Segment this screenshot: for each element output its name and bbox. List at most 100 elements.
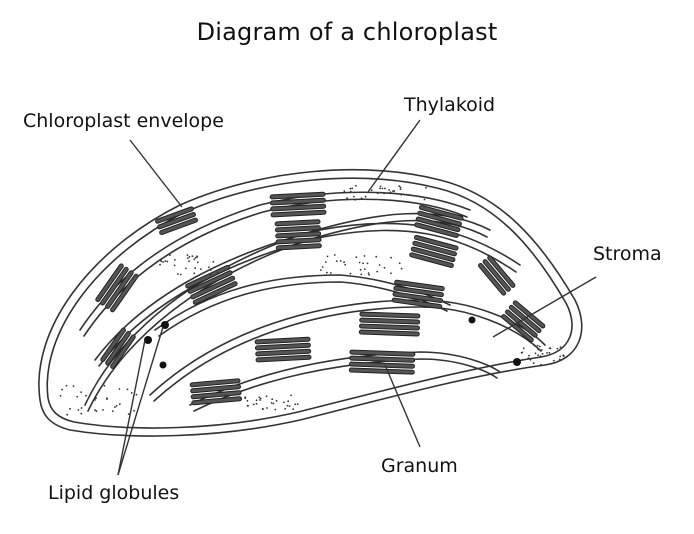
stroma-dot	[346, 198, 349, 200]
stroma-dot	[66, 413, 69, 416]
stroma-dot	[185, 267, 187, 270]
stroma-dot	[521, 358, 524, 361]
granum-stack	[478, 255, 516, 296]
stroma-dot	[343, 261, 345, 264]
stroma-dot	[95, 410, 98, 413]
stroma-dot	[400, 193, 403, 196]
stroma-dot	[349, 272, 352, 275]
stroma-dot	[102, 409, 104, 411]
stroma-dot	[540, 363, 542, 366]
stroma-dot	[258, 396, 261, 399]
stroma-dot	[244, 396, 247, 398]
stroma-dot	[398, 262, 401, 265]
stroma-dot	[164, 260, 167, 262]
stroma-dot	[246, 400, 249, 402]
stroma-dot	[549, 347, 552, 350]
stroma-dot	[537, 348, 540, 351]
stroma-dot	[252, 403, 255, 406]
granum-stack	[348, 349, 416, 375]
stroma-dot	[196, 261, 199, 264]
leader-line-lipid-1	[117, 339, 146, 476]
stroma-dot	[384, 187, 386, 190]
stroma-dot	[191, 255, 194, 257]
stroma-dot	[247, 404, 249, 407]
stroma-dot	[355, 184, 357, 187]
granum-stack	[414, 204, 464, 238]
stroma-dot	[80, 412, 83, 415]
stroma-dot	[114, 406, 116, 408]
stroma-dot	[559, 355, 562, 358]
stroma-dot	[271, 398, 274, 401]
stroma-dot	[559, 346, 562, 348]
stroma-dot	[209, 274, 212, 276]
leader-line-thylakoid	[367, 119, 421, 193]
granum-stack	[391, 279, 445, 309]
label-thylakoid: Thylakoid	[404, 94, 496, 116]
stroma-dot	[188, 260, 190, 263]
stroma-dot	[552, 359, 555, 362]
stroma-dot	[186, 257, 189, 259]
leader-line-granum	[384, 364, 421, 448]
stroma-dot	[127, 413, 130, 415]
stroma-dot	[400, 267, 403, 270]
stroma-dot	[286, 404, 289, 407]
stroma-dot	[284, 408, 287, 410]
stroma-dot	[370, 189, 373, 192]
stroma-dot	[537, 354, 539, 357]
stroma-dot	[159, 259, 162, 261]
stroma-dot	[351, 187, 354, 190]
lamella	[79, 191, 471, 331]
granum-stack	[155, 206, 198, 235]
granum-stack	[100, 327, 136, 369]
stroma-dot	[65, 384, 68, 387]
stroma-dot	[274, 408, 277, 411]
stroma-dot	[188, 256, 191, 258]
stroma-dot	[339, 260, 342, 262]
stroma-dot	[379, 191, 381, 194]
stroma-dot	[159, 263, 161, 266]
leader-line-lipid-2	[117, 326, 164, 476]
stroma-dot	[193, 272, 196, 275]
stroma-dot	[61, 388, 63, 391]
stroma-dot	[319, 269, 322, 271]
stroma-dot	[383, 266, 386, 269]
stroma-dot	[398, 185, 401, 188]
granum-stack	[409, 234, 459, 268]
stroma-dot	[80, 391, 82, 393]
stroma-dot	[534, 352, 537, 355]
stroma-dot	[362, 262, 364, 265]
stroma-dot	[425, 186, 427, 189]
stroma-dot	[265, 395, 268, 398]
stroma-dot	[528, 354, 530, 357]
stroma-dot	[294, 403, 297, 406]
stroma-dot	[423, 198, 426, 201]
stroma-dot	[326, 255, 329, 258]
stroma-dot	[292, 408, 295, 411]
stroma-dot	[363, 268, 366, 270]
stroma-dot	[522, 347, 525, 350]
lipid-globule	[513, 358, 521, 366]
stroma-dot	[118, 388, 121, 390]
stroma-dot	[379, 185, 382, 188]
lamella	[153, 306, 542, 402]
stroma-dot	[399, 188, 402, 191]
stroma-dot	[548, 351, 551, 354]
stroma-dot	[194, 257, 197, 259]
stroma-dot	[59, 394, 62, 397]
stroma-dot	[200, 268, 202, 270]
stroma-dot	[359, 268, 362, 271]
stroma-dot	[272, 402, 275, 405]
stroma-dot	[556, 347, 559, 350]
stroma-dot	[388, 189, 391, 191]
stroma-dot	[349, 187, 352, 190]
stroma-dot	[212, 261, 215, 263]
stroma-dot	[355, 256, 358, 259]
stroma-dot	[179, 273, 182, 276]
stroma-dot	[94, 399, 96, 401]
lamella	[98, 229, 517, 367]
label-granum: Granum	[381, 455, 458, 477]
stroma-dot	[360, 273, 363, 276]
stroma-dot	[539, 355, 542, 357]
stroma-dot	[383, 192, 385, 195]
